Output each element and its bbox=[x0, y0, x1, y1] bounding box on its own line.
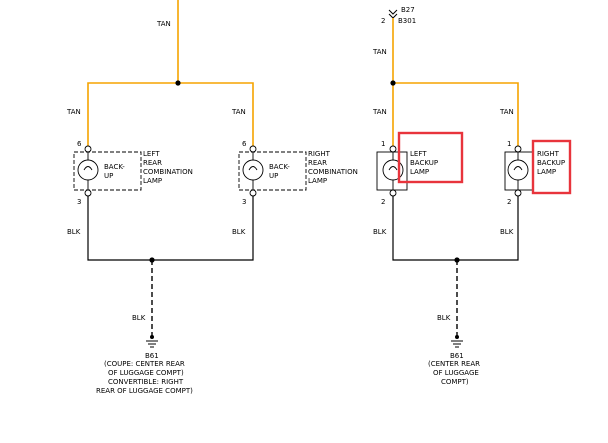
lamp-label-3: COMBINATION bbox=[143, 168, 193, 176]
left-wire-label-blk-right: BLK bbox=[232, 228, 246, 236]
left-rear-combination-lamp: 6 3 BACK- UP LEFT REAR COMBINATION LAMP bbox=[73, 140, 193, 206]
left-ground-desc-4: REAR OF LUGGAGE COMPT) bbox=[96, 387, 193, 395]
pin-top: 6 bbox=[242, 140, 247, 148]
connector-icon bbox=[514, 189, 522, 197]
left-ground-id: B61 bbox=[145, 352, 159, 360]
lamp-bulb-icon bbox=[507, 152, 529, 190]
left-backup-lamp: 1 2 LEFT BACKUP LAMP bbox=[376, 131, 464, 206]
right-connector-bottom: B301 bbox=[398, 17, 416, 25]
left-blk-wire-bus bbox=[87, 196, 254, 261]
lamp-label-1: LEFT bbox=[410, 150, 427, 158]
right-ground-desc-3: COMPT) bbox=[441, 378, 469, 386]
right-tan-splice bbox=[390, 80, 396, 86]
connector-icon bbox=[389, 189, 397, 197]
pin-top: 1 bbox=[381, 140, 385, 148]
connector-icon bbox=[249, 189, 257, 197]
lamp-label-1: LEFT bbox=[143, 150, 160, 158]
left-wire-label-blk-left: BLK bbox=[67, 228, 81, 236]
connector-icon bbox=[389, 145, 397, 153]
left-circuit: TAN TAN TAN 6 3 BACK- UP LEFT REAR COMBI… bbox=[66, 0, 358, 395]
lamp-label-2: BACKUP bbox=[410, 159, 438, 167]
left-ground-desc-2: OF LUGGAGE COMPT) bbox=[108, 369, 184, 377]
right-wire-label-top: TAN bbox=[372, 48, 387, 56]
lamp-label-2: REAR bbox=[143, 159, 162, 167]
right-connector-pin: 2 bbox=[381, 17, 385, 25]
lamp-inner-2: UP bbox=[269, 172, 278, 180]
left-wire-label-top: TAN bbox=[156, 20, 171, 28]
lamp-label-1: RIGHT bbox=[308, 150, 331, 158]
left-wire-label-tan-right: TAN bbox=[231, 108, 246, 116]
highlight-box bbox=[531, 139, 572, 195]
right-connector-top: B27 bbox=[401, 6, 415, 14]
right-backup-lamp: 1 2 RIGHT BACKUP LAMP bbox=[504, 139, 572, 206]
left-wire-label-blk-ground: BLK bbox=[132, 314, 146, 322]
right-circuit: B27 2 B301 TAN TAN TAN 1 2 LEFT BACKUP L… bbox=[372, 6, 572, 386]
lamp-housing-dashed bbox=[238, 151, 307, 191]
lamp-label-4: LAMP bbox=[143, 177, 162, 185]
pin-bottom: 3 bbox=[242, 198, 246, 206]
left-tan-wire-bus bbox=[87, 82, 254, 146]
lamp-housing-dashed bbox=[73, 151, 142, 191]
pin-bottom: 2 bbox=[381, 198, 385, 206]
lamp-inner-1: BACK- bbox=[269, 163, 290, 171]
pin-top: 6 bbox=[77, 140, 82, 148]
left-ground-desc-1: (COUPE: CENTER REAR bbox=[104, 360, 185, 368]
lamp-label-2: BACKUP bbox=[537, 159, 565, 167]
connector-icon bbox=[84, 189, 92, 197]
right-ground-id: B61 bbox=[450, 352, 464, 360]
lamp-label-3: COMBINATION bbox=[308, 168, 358, 176]
lamp-label-4: LAMP bbox=[308, 177, 327, 185]
pin-top: 1 bbox=[507, 140, 511, 148]
lamp-label-1: RIGHT bbox=[537, 150, 560, 158]
lamp-inner-2: UP bbox=[104, 172, 113, 180]
lamp-label-3: LAMP bbox=[537, 168, 556, 176]
right-ground-desc-1: (CENTER REAR bbox=[428, 360, 480, 368]
lamp-bulb-icon bbox=[242, 152, 264, 190]
connector-icon bbox=[84, 145, 92, 153]
right-ground-desc-2: OF LUGGAGE bbox=[433, 369, 479, 377]
lamp-bulb-icon bbox=[77, 152, 99, 190]
pin-bottom: 3 bbox=[77, 198, 81, 206]
lamp-inner-1: BACK- bbox=[104, 163, 125, 171]
ground-icon bbox=[451, 335, 463, 348]
right-wire-label-tan-right: TAN bbox=[499, 108, 514, 116]
right-wire-label-blk-left: BLK bbox=[373, 228, 387, 236]
right-tan-wire-bus bbox=[392, 82, 519, 146]
connector-icon bbox=[514, 145, 522, 153]
right-wire-label-tan-left: TAN bbox=[372, 108, 387, 116]
left-wire-label-tan-left: TAN bbox=[66, 108, 81, 116]
left-ground-desc-3: CONVERTIBLE: RIGHT bbox=[108, 378, 184, 386]
right-rear-combination-lamp: 6 3 BACK- UP RIGHT REAR COMBINATION LAMP bbox=[238, 140, 358, 206]
highlight-box bbox=[397, 131, 464, 184]
left-tan-splice bbox=[175, 80, 181, 86]
right-wire-label-blk-right: BLK bbox=[500, 228, 514, 236]
connector-icon bbox=[388, 9, 398, 19]
right-wire-label-blk-ground: BLK bbox=[437, 314, 451, 322]
ground-icon bbox=[146, 335, 158, 348]
pin-bottom: 2 bbox=[507, 198, 511, 206]
lamp-label-2: REAR bbox=[308, 159, 327, 167]
lamp-label-3: LAMP bbox=[410, 168, 429, 176]
connector-icon bbox=[249, 145, 257, 153]
